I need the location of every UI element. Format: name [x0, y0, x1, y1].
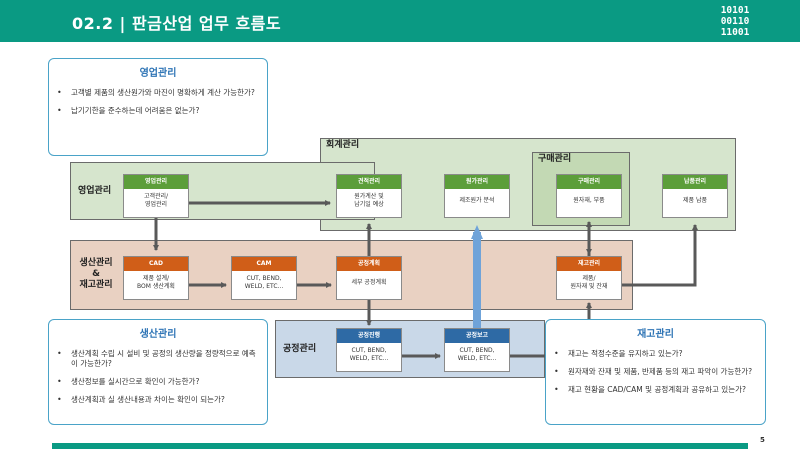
costing-box-body: 제조원가 분석 [459, 197, 495, 204]
binary-line: 00110 [720, 16, 750, 27]
sales-callout-list: 고객별 제품의 생산원가와 마진이 명확하게 계산 가능한가? 납기기한을 준수… [49, 88, 267, 116]
inventory-callout-list: 재고는 적정수준을 유지하고 있는가? 원자재와 잔재 및 제품, 반제품 등의… [546, 349, 765, 395]
callout-item: 생산정보를 실시간으로 확인이 가능한가? [57, 377, 259, 387]
cam-box[interactable]: CAM CUT, BEND, WELD, ETC... [231, 256, 297, 300]
process-progress-box[interactable]: 공정진행 CUT, BEND, WELD, ETC... [336, 328, 402, 372]
process-progress-box-body: CUT, BEND, WELD, ETC... [349, 347, 389, 362]
costing-box[interactable]: 원가관리 제조원가 분석 [444, 174, 510, 218]
inventory-callout: 재고관리 재고는 적정수준을 유지하고 있는가? 원자재와 잔재 및 제품, 반… [545, 319, 766, 425]
inventory-box[interactable]: 재고관리 제품/ 원자재 및 잔재 [556, 256, 622, 300]
purchase-box-title: 구매관리 [557, 175, 621, 189]
binary-line: 11001 [720, 27, 750, 38]
production-zone-label-line: 생산관리 [79, 258, 113, 268]
process-report-box-body: CUT, BEND, WELD, ETC... [457, 347, 497, 362]
production-zone-label-line: 재고관리 [79, 280, 113, 290]
process-report-box[interactable]: 공정보고 CUT, BEND, WELD, ETC... [444, 328, 510, 372]
callout-item: 재고 현황을 CAD/CAM 및 공정계획과 공유하고 있는가? [554, 385, 757, 395]
inventory-box-body: 제품/ 원자재 및 잔재 [570, 275, 608, 290]
callout-item: 고객별 제품의 생산원가와 마진이 명확하게 계산 가능한가? [57, 88, 259, 98]
cad-box[interactable]: CAD 제품 설계/ BOM 생산계획 [123, 256, 189, 300]
callout-item: 납기기한을 준수하는데 어려움은 없는가? [57, 106, 259, 116]
sales-box[interactable]: 영업관리 고객관리/ 영업관리 [123, 174, 189, 218]
binary-logo: 10101 00110 11001 [705, 5, 765, 38]
accounting-zone-label: 회계관리 [326, 140, 360, 150]
header-bar: 02.2 | 판금산업 업무 흐름도 10101 00110 11001 [0, 0, 800, 42]
sales-callout-title: 영업관리 [139, 68, 177, 79]
callout-item: 재고는 적정수준을 유지하고 있는가? [554, 349, 757, 359]
sales-zone [70, 162, 375, 220]
page-title: 02.2 | 판금산업 업무 흐름도 [72, 14, 282, 33]
production-callout: 생산관리 생산계획 수립 시 설비 및 공정의 생산량을 정량적으로 예측이 가… [48, 319, 268, 425]
process-plan-box-title: 공정계획 [337, 257, 401, 271]
process-plan-box[interactable]: 공정계획 세부 공정계획 [336, 256, 402, 300]
cam-box-title: CAM [232, 257, 296, 271]
sales-callout: 영업관리 고객별 제품의 생산원가와 마진이 명확하게 계산 가능한가? 납기기… [48, 58, 268, 156]
binary-line: 10101 [720, 5, 750, 16]
callout-item: 생산계획과 실 생산내용과 차이는 확인이 되는가? [57, 395, 259, 405]
sales-box-body: 고객관리/ 영업관리 [143, 193, 169, 208]
process-zone-label: 공정관리 [283, 344, 317, 354]
process-progress-box-title: 공정진행 [337, 329, 401, 343]
production-zone-label: 생산관리 & 재고관리 [74, 258, 118, 291]
estimate-box-body: 원가계산 및 납기일 예상 [354, 193, 384, 208]
arrow-inventory-to-delivery [622, 224, 698, 287]
estimate-box-title: 견적관리 [337, 175, 401, 189]
delivery-box[interactable]: 납품관리 제품 납품 [662, 174, 728, 218]
callout-item: 원자재와 잔재 및 제품, 반제품 등의 재고 파악이 가능한가? [554, 367, 757, 377]
inventory-box-title: 재고관리 [557, 257, 621, 271]
production-callout-list: 생산계획 수립 시 설비 및 공정의 생산량을 정량적으로 예측이 가능한가? … [49, 349, 267, 405]
sales-zone-label: 영업관리 [78, 186, 112, 196]
purchasing-zone-label: 구매관리 [538, 154, 572, 164]
process-plan-box-body: 세부 공정계획 [351, 279, 387, 286]
delivery-box-title: 납품관리 [663, 175, 727, 189]
estimate-box[interactable]: 견적관리 원가계산 및 납기일 예상 [336, 174, 402, 218]
delivery-box-body: 제품 납품 [683, 197, 707, 204]
cad-box-body: 제품 설계/ BOM 생산계획 [137, 275, 175, 290]
purchase-box[interactable]: 구매관리 원자재, 부품 [556, 174, 622, 218]
process-report-box-title: 공정보고 [445, 329, 509, 343]
purchase-box-body: 원자재, 부품 [573, 197, 605, 204]
callout-item: 생산계획 수립 시 설비 및 공정의 생산량을 정량적으로 예측이 가능한가? [57, 349, 259, 369]
inventory-callout-title: 재고관리 [637, 329, 674, 340]
sales-box-title: 영업관리 [124, 175, 188, 189]
footer-bar [52, 443, 748, 449]
page-number: 5 [760, 436, 765, 444]
costing-box-title: 원가관리 [445, 175, 509, 189]
production-callout-title: 생산관리 [139, 329, 177, 340]
production-zone-label-line: & [92, 269, 100, 279]
cam-box-body: CUT, BEND, WELD, ETC... [244, 275, 284, 290]
cad-box-title: CAD [124, 257, 188, 271]
